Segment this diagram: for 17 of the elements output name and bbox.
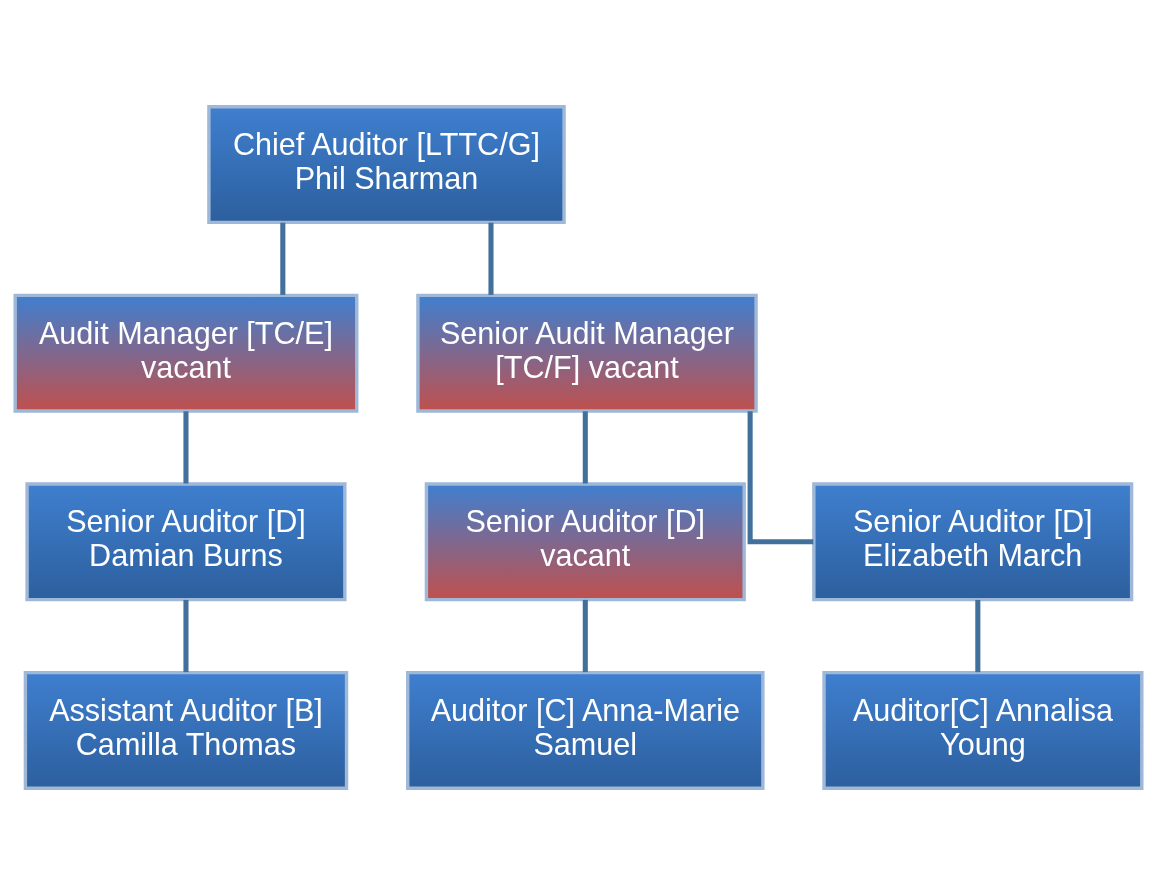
node-box: Audit Manager [TC/E] vacant [13,293,359,413]
connector [975,599,981,673]
node-box: Auditor[C] Annalisa Young [822,670,1144,790]
node-box: Senior Auditor [D] vacant [424,482,746,602]
connector [582,599,588,673]
connector [183,599,189,673]
connector [747,411,814,545]
connector [488,222,494,295]
node-box: Senior Audit Manager [TC/F] vacant [416,293,758,413]
connector [582,411,588,484]
node-box: Chief Auditor [LTTC/G] Phil Sharman [207,105,566,225]
node-box: Senior Auditor [D] Elizabeth March [812,482,1134,602]
connector [280,222,286,295]
node-box: Assistant Auditor [B] Camilla Thomas [23,670,349,790]
connector [183,411,189,484]
node-box: Auditor [C] Anna-Marie Samuel [406,670,765,790]
node-box: Senior Auditor [D] Damian Burns [25,482,347,602]
